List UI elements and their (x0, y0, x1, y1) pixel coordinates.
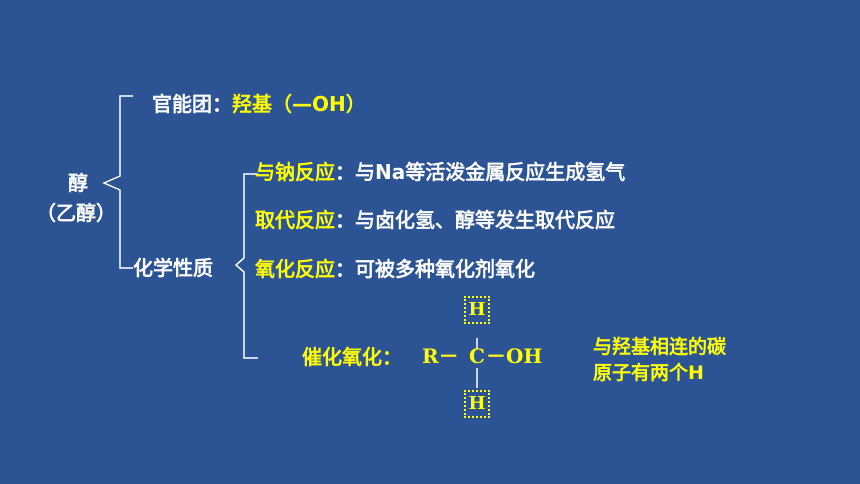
catalytic-oxidation-label: 催化氧化： (302, 345, 402, 369)
formula-right: －OH (486, 344, 543, 368)
reaction-desc: ：可被多种氧化剂氧化 (335, 257, 535, 281)
properties-bracket (234, 173, 258, 359)
functional-group-label: 官能团： (152, 92, 232, 116)
reaction-name: 取代反应 (255, 208, 335, 232)
reaction-name: 与钠反应 (255, 160, 335, 184)
reaction-row: 氧化反应：可被多种氧化剂氧化 (255, 259, 535, 279)
functional-group-value: 羟基（—OH） (232, 92, 366, 116)
top-hydrogen-box: H (464, 296, 490, 324)
note-line-1: 与羟基相连的碳 (593, 336, 727, 358)
root-alcohol: 醇 (68, 171, 88, 195)
reaction-row: 取代反应：与卤化氢、醇等发生取代反应 (255, 210, 615, 230)
reaction-name: 氧化反应 (255, 257, 335, 281)
formula-center-atom: C (469, 344, 485, 368)
note-line-2: 原子有两个H (593, 362, 704, 384)
formula-left: R－ (422, 344, 459, 368)
properties-label: 化学性质 (133, 256, 213, 280)
reaction-desc: ：与卤化氢、醇等发生取代反应 (335, 208, 615, 232)
bottom-hydrogen-box: H (464, 390, 490, 418)
functional-group: 官能团：羟基（—OH） (152, 94, 366, 114)
reaction-row: 与钠反应：与Na等活泼金属反应生成氢气 (255, 162, 625, 182)
reaction-desc: ：与Na等活泼金属反应生成氢气 (335, 160, 626, 184)
root-ethanol: （乙醇） (36, 201, 116, 225)
root-bracket (102, 95, 133, 269)
